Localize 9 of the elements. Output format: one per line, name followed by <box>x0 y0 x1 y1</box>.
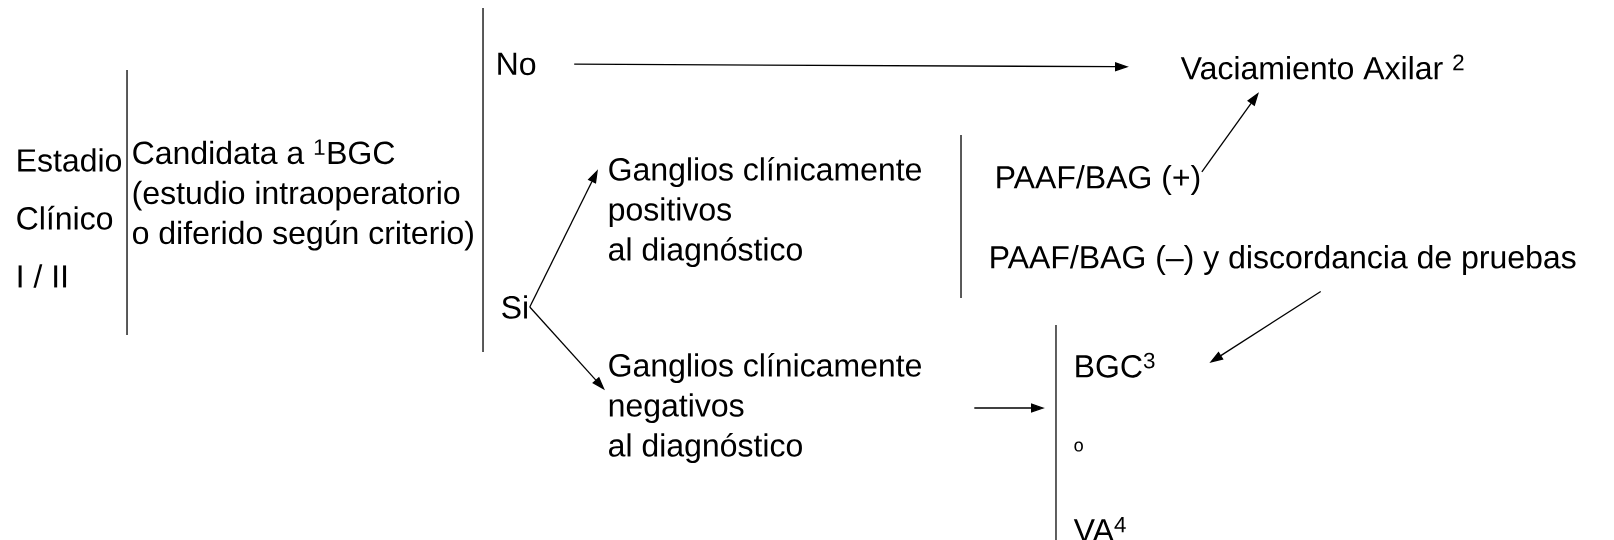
text-label: Ganglios clínicamente positivos al diagnóstico <box>609 156 921 268</box>
text-label: Si <box>502 295 527 319</box>
text-label: Candidata a $^{1}$BGC (estudio intraoperatorio o diferido según criterio) <box>133 139 473 251</box>
text-label: Vaciamiento Axilar $^{2}$ <box>1180 54 1464 80</box>
text-label: PAAF/BAG (+) <box>997 165 1200 195</box>
text-label: Ganglios clínicamente negativos al diagnóstico <box>609 352 921 464</box>
text-label: No <box>498 52 536 76</box>
text-label: Estadio Clínico I / II <box>17 148 122 288</box>
text-label: PAAF/BAG (–) y discordancia de pruebas <box>991 245 1576 275</box>
